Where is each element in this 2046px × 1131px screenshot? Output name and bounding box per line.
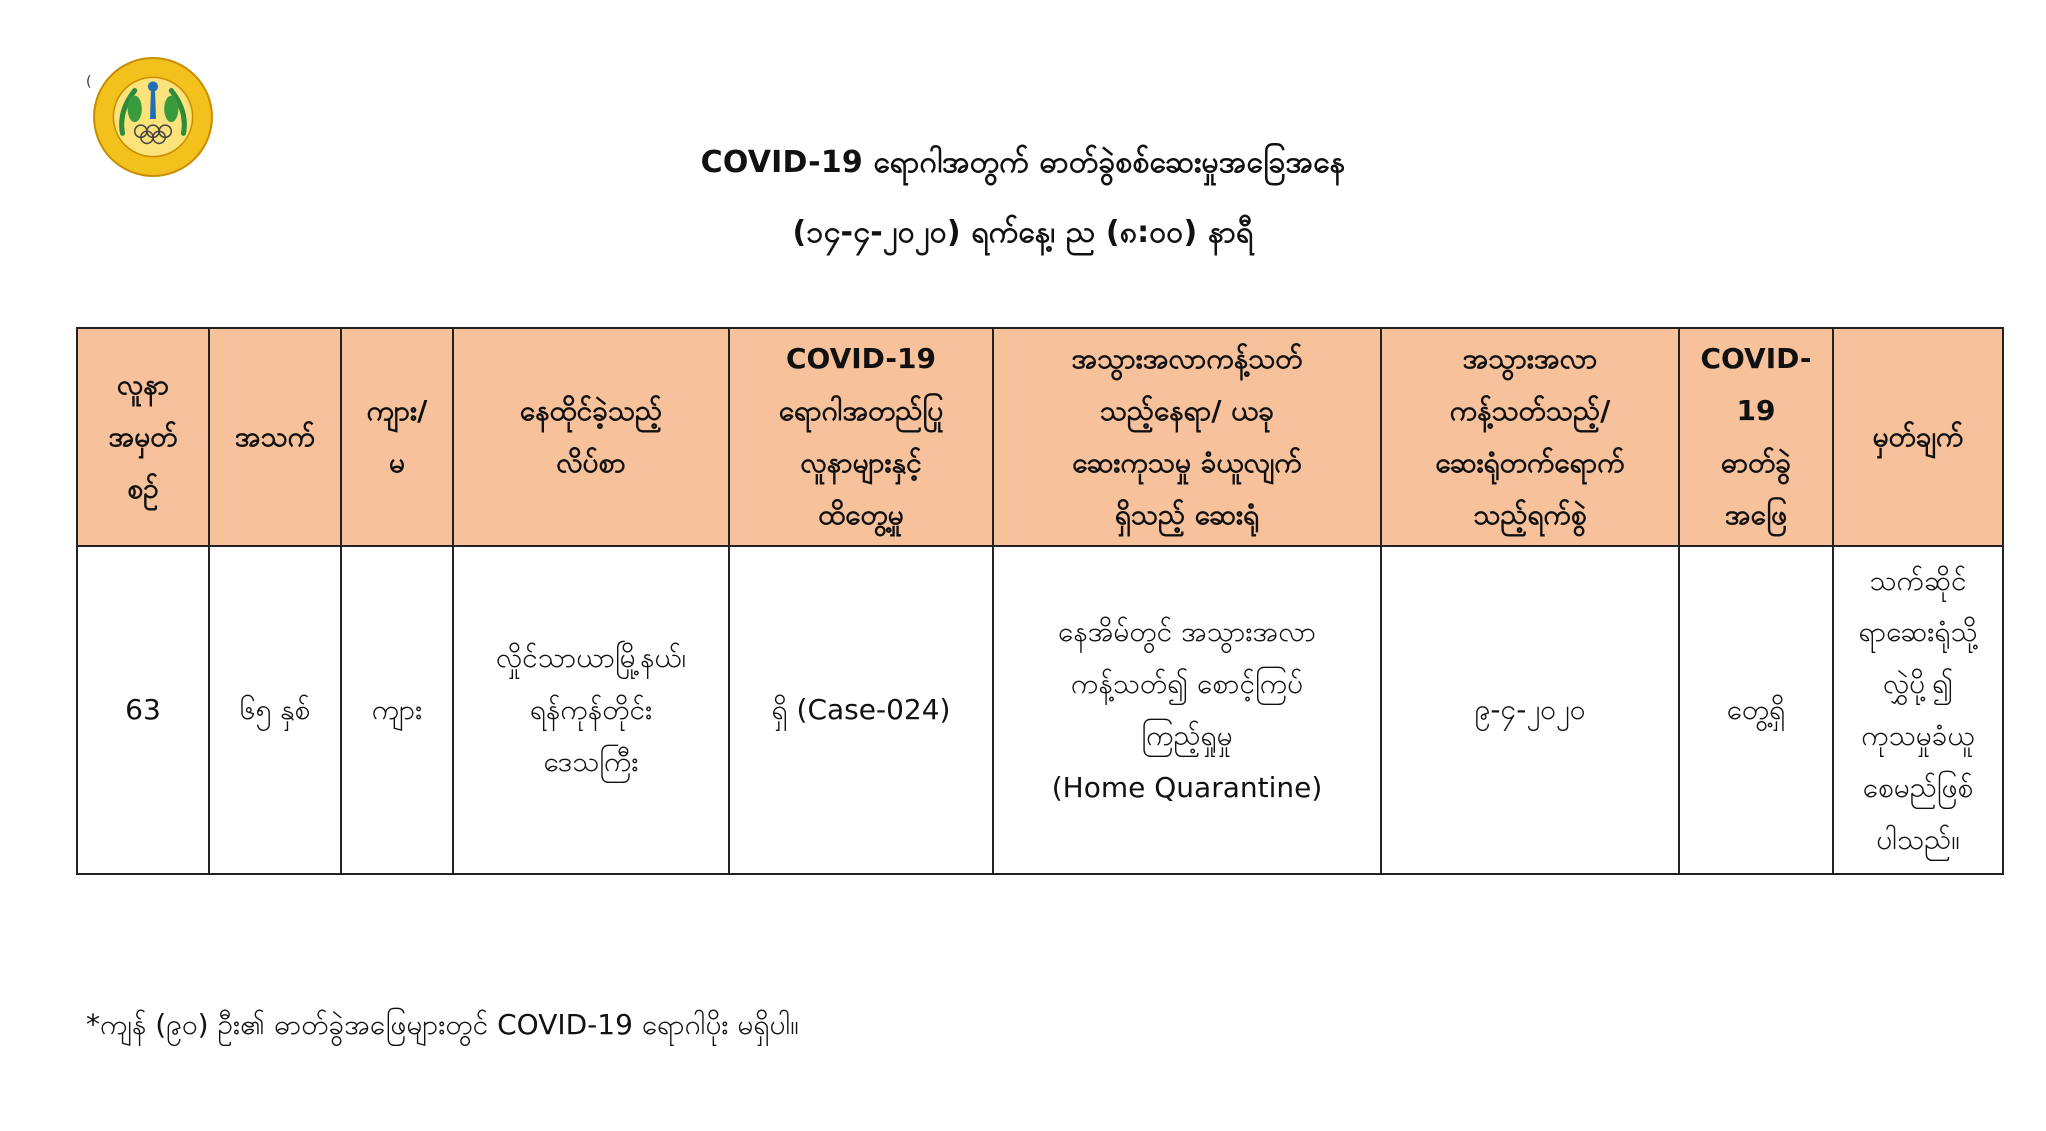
- header-location: အသွားအလာကန့်သတ် သည့်နေရာ/ ယခု ဆေးကုသမှု …: [992, 327, 1382, 547]
- logo-mark: (: [86, 74, 92, 90]
- header-gender: ကျား/ မ: [340, 327, 454, 547]
- logo-leaf-right: [164, 95, 179, 123]
- cell-address: လှိုင်သာယာမြို့နယ်၊ ရန်ကုန်တိုင်း ဒေသကြီ…: [452, 545, 730, 875]
- logo-figure: [149, 90, 157, 120]
- cell-patient-no: 63: [76, 545, 210, 875]
- logo-ring-5: [152, 130, 166, 145]
- header-date: အသွားအလာ ကန့်သတ်သည့်/ ဆေးရုံတက်ရောက် သည့…: [1380, 327, 1680, 547]
- page-subtitle: (၁၄-၄-၂၀၂၀) ရက်နေ့၊ ည (၈:၀၀) နာရီ: [792, 215, 1254, 250]
- header-patient-no: လူနာ အမှတ် စဉ်: [76, 327, 210, 547]
- logo-laurel-right: [168, 88, 187, 136]
- header-contact: COVID-19 ရောဂါအတည်ပြု လူနာများနှင့် ထိတွ…: [728, 327, 994, 547]
- page-title: COVID-19 ရောဂါအတွက် ဓာတ်ခွဲစစ်ဆေးမှုအခြေ…: [700, 145, 1346, 180]
- header-result: COVID- 19 ဓာတ်ခွဲ အဖြေ: [1678, 327, 1834, 547]
- ministry-logo-icon: [93, 57, 213, 177]
- cell-contact: ရှိ (Case-024): [728, 545, 994, 875]
- footnote: *ကျန် (၉၀) ဦး၏ ဓာတ်ခွဲအဖြေများတွင် COVID…: [86, 1008, 799, 1041]
- table-header-row: လူနာ အမှတ် စဉ် အသက် ကျား/ မ နေထိုင်ခဲ့သည…: [76, 327, 2004, 547]
- cell-result: တွေ့ရှိ: [1678, 545, 1834, 875]
- case-report-table: လူနာ အမှတ် စဉ် အသက် ကျား/ မ နေထိုင်ခဲ့သည…: [76, 327, 2004, 875]
- logo-figure-head: [147, 81, 159, 92]
- cell-remarks: သက်ဆိုင် ရာဆေးရုံသို့ လွှဲပို့၍ ကုသမှုခံ…: [1832, 545, 2004, 875]
- header-remarks: မှတ်ချက်: [1832, 327, 2004, 547]
- header-address: နေထိုင်ခဲ့သည့် လိပ်စာ: [452, 327, 730, 547]
- cell-age: ၆၅ နှစ်: [208, 545, 342, 875]
- cell-date: ၉-၄-၂၀၂၀: [1380, 545, 1680, 875]
- logo-leaf-left: [127, 95, 142, 123]
- logo-laurel-left: [119, 88, 138, 136]
- cell-gender: ကျား: [340, 545, 454, 875]
- table-row: 63 ၆၅ နှစ် ကျား လှိုင်သာယာမြို့နယ်၊ ရန်က…: [76, 545, 2004, 875]
- cell-location: နေအိမ်တွင် အသွားအလာ ကန့်သတ်၍ စောင့်ကြပ် …: [992, 545, 1382, 875]
- header-age: အသက်: [208, 327, 342, 547]
